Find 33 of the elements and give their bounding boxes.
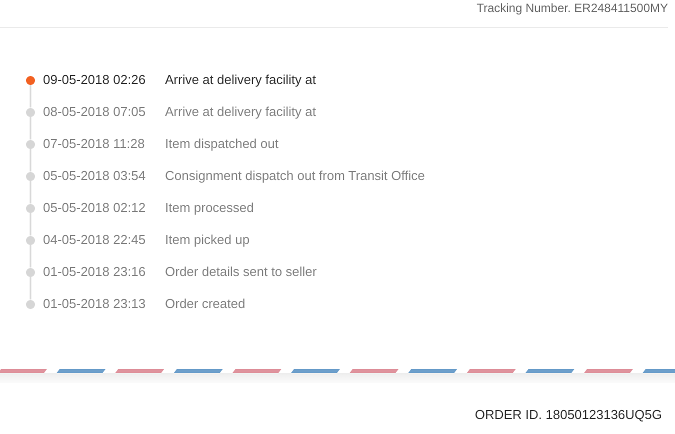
event-description: Arrive at delivery facility at: [165, 72, 316, 88]
timeline-line: [30, 212, 32, 236]
event-description: Item processed: [165, 200, 254, 216]
timeline-dot: [26, 204, 35, 212]
timestamp: 08-05-2018 07:05: [43, 104, 146, 120]
timeline-line: [30, 84, 32, 108]
order-id: ORDER ID. 18050123136UQ5G: [474, 407, 662, 423]
timestamp: 04-05-2018 22:45: [43, 232, 146, 248]
timeline-dot: [26, 236, 35, 244]
timestamp: 01-05-2018 23:13: [43, 296, 146, 312]
timestamp: 09-05-2018 02:26: [43, 72, 146, 88]
timeline-line: [30, 116, 32, 140]
timeline-line: [30, 180, 32, 204]
timeline-dot: [26, 108, 35, 116]
event-description: Arrive at delivery facility at: [165, 104, 316, 120]
timeline-dot: [26, 300, 35, 308]
event-description: Consignment dispatch out from Transit Office: [165, 168, 425, 184]
event-description: Order created: [165, 296, 246, 312]
timeline-dot: [26, 268, 35, 276]
event-description: Item picked up: [165, 232, 250, 248]
timeline-line: [30, 148, 32, 172]
tracking-number: Tracking Number. ER248411500MY: [476, 0, 668, 16]
timestamp: 01-05-2018 23:16: [43, 264, 146, 280]
event-description: Item dispatched out: [165, 136, 278, 152]
timeline-line: [30, 276, 32, 300]
timeline-line: [30, 244, 32, 268]
timestamp: 07-05-2018 11:28: [43, 136, 145, 152]
timeline-dot: [26, 172, 35, 180]
timeline-dot: [26, 140, 35, 148]
timeline-dot: [26, 76, 35, 84]
timestamp: 05-05-2018 02:12: [43, 200, 146, 216]
timestamp: 05-05-2018 03:54: [43, 168, 146, 184]
event-description: Order details sent to seller: [165, 264, 317, 280]
